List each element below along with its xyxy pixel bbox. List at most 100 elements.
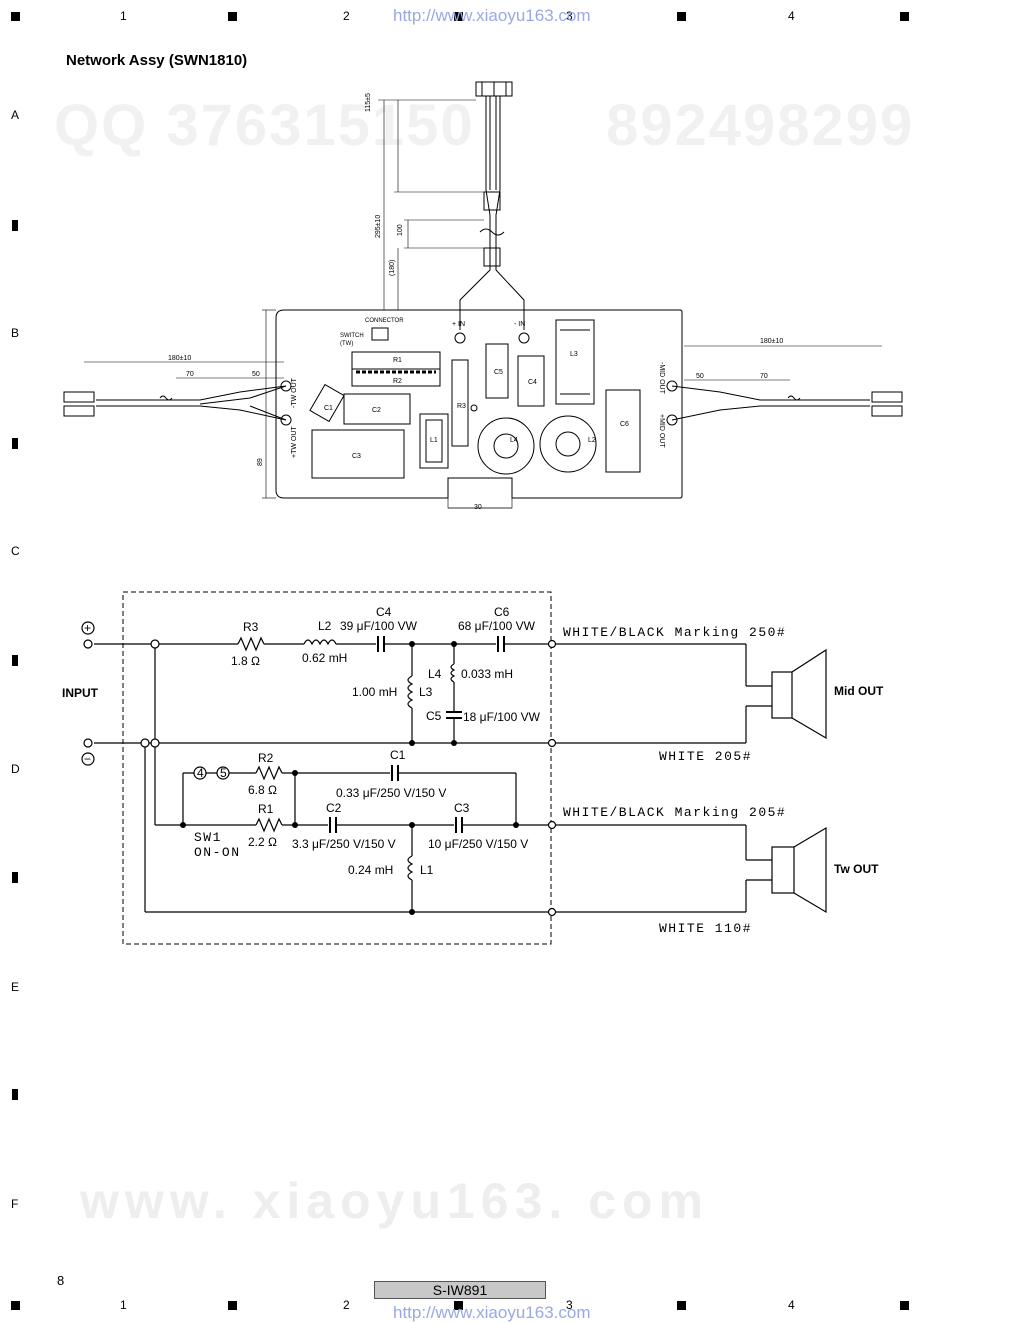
r3-symbol — [237, 636, 265, 652]
column-label-2-bottom: 2 — [343, 1298, 350, 1312]
pcb-l3 — [555, 319, 595, 405]
pcb-label-l1: L1 — [430, 437, 438, 444]
c5-value: 18 μF/100 VW — [463, 710, 541, 724]
grid-marker — [900, 12, 909, 21]
grid-marker — [228, 12, 237, 21]
dim-100: 100 — [397, 224, 404, 236]
c3-value: 10 μF/250 V/150 V — [428, 837, 528, 851]
page-number: 8 — [57, 1273, 65, 1288]
grid-marker — [677, 12, 686, 21]
r1-label: R1 — [258, 802, 274, 816]
r3-label: R3 — [243, 620, 259, 634]
column-label-4-bottom: 4 — [788, 1298, 795, 1312]
pcb-c1 — [309, 383, 345, 423]
terminals — [81, 621, 557, 917]
c1-label: C1 — [390, 748, 406, 762]
grid-marker — [677, 1301, 686, 1310]
l3-value: 1.00 mH — [352, 685, 397, 699]
wire-label-tw-plus: WHITE/BLACK Marking 205# — [563, 805, 786, 820]
column-label-1-bottom: 1 — [120, 1298, 127, 1312]
dim-180-paren: (180) — [389, 260, 396, 276]
grid-marker — [900, 1301, 909, 1310]
pcb-c3 — [311, 429, 405, 479]
switch-label: SWITCH — [340, 333, 364, 339]
pcb-label-r2: R2 — [393, 378, 402, 385]
wire-label-mid-minus: WHITE 205# — [659, 749, 752, 764]
l3-label: L3 — [419, 685, 433, 699]
sw1-state: ON-ON — [194, 845, 241, 860]
pcb-r3 — [451, 359, 469, 447]
page-title: Network Assy (SWN1810) — [66, 52, 248, 69]
switch-position-4: 4 — [197, 766, 204, 780]
model-number: S-IW891 — [374, 1281, 546, 1299]
mid-out-top-label: -MID OUT — [658, 362, 665, 395]
pcb-label-l2: L2 — [588, 437, 596, 444]
pcb-label-c6: C6 — [620, 421, 629, 428]
pcb-c4 — [517, 355, 545, 407]
r1-symbol — [255, 817, 283, 833]
grid-marker — [11, 1301, 20, 1310]
tw-out-label: Tw OUT — [834, 862, 879, 876]
l1-label: L1 — [420, 863, 434, 877]
l1-symbol — [407, 855, 414, 881]
l2-symbol — [303, 639, 337, 646]
c6-label: C6 — [494, 605, 510, 619]
pcb-board — [275, 309, 683, 499]
mid-speaker-magnet — [771, 671, 793, 719]
c1-value: 0.33 μF/250 V/150 V — [336, 786, 446, 800]
row-label-d: D — [11, 762, 20, 776]
l4-label: L4 — [428, 667, 442, 681]
qq-watermark-2: 892498299 — [606, 93, 915, 158]
minus-symbol: − — [84, 752, 91, 766]
c2-value: 3.3 μF/250 V/150 V — [292, 837, 396, 851]
pcb-label-r3: R3 — [457, 403, 466, 410]
url-watermark-top: http://www.xiaoyu163.com — [393, 6, 591, 25]
mid-speaker-cone — [791, 648, 827, 740]
footer-watermark: www. xiaoyu163. com — [80, 1173, 710, 1229]
row-label-c: C — [11, 544, 20, 558]
pcb-l1 — [419, 413, 449, 469]
pcb-label-c5: C5 — [494, 369, 503, 376]
row-label-e: E — [11, 980, 20, 994]
junctions — [180, 641, 519, 915]
l4-value: 0.033 mH — [461, 667, 513, 681]
pcb-c2 — [343, 393, 411, 425]
column-label-3: 3 — [566, 9, 573, 23]
pcb-label-c1: C1 — [324, 405, 333, 412]
mid-out-bot-label: +MID OUT — [658, 414, 665, 448]
tw-speaker-magnet — [771, 846, 795, 894]
row-marker — [12, 872, 18, 883]
l1-value: 0.24 mH — [348, 863, 393, 877]
connector-label: CONNECTOR — [365, 318, 404, 324]
pcb-label-c4: C4 — [528, 379, 537, 386]
grid-marker — [228, 1301, 237, 1310]
tw-speaker-cone — [793, 826, 827, 914]
plus-symbol: + — [84, 621, 91, 635]
column-label-2: 2 — [343, 9, 350, 23]
dim-115: 115±5 — [365, 93, 372, 112]
c2-label: C2 — [326, 801, 342, 815]
mid-out-label: Mid OUT — [834, 684, 884, 698]
r3-value: 1.8 Ω — [231, 654, 260, 668]
row-marker — [12, 1089, 18, 1100]
dim-180-right: 180±10 — [760, 338, 783, 345]
dim-180-left: 180±10 — [168, 355, 191, 362]
column-label-1: 1 — [120, 9, 127, 23]
dim-89: 89 — [257, 458, 264, 466]
c6-value: 68 μF/100 VW — [458, 619, 536, 633]
l2-label: L2 — [318, 619, 332, 633]
mid-out-lead-top — [671, 385, 870, 401]
r2-symbol — [255, 765, 283, 781]
tw-out-bot-label: +TW OUT — [291, 426, 298, 458]
schematic — [94, 591, 827, 945]
grid-marker — [11, 12, 20, 21]
pcb-label-l3: L3 — [570, 351, 578, 358]
in-plus-label: + IN — [452, 321, 465, 328]
grid-marker — [454, 12, 463, 21]
pcb-switch — [371, 327, 389, 341]
l4-symbol — [450, 663, 456, 683]
sw1-label: SW1 — [194, 830, 222, 845]
l2-value: 0.62 mH — [302, 651, 347, 665]
dim-70-left: 70 — [186, 371, 194, 378]
